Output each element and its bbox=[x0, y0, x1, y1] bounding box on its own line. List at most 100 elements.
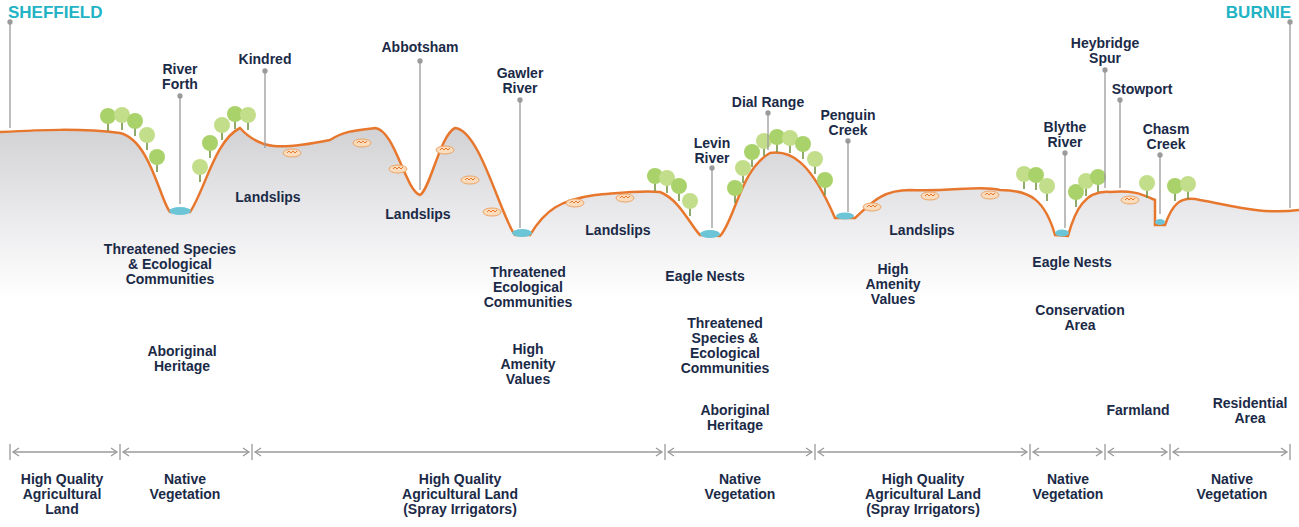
tree-crown bbox=[744, 144, 760, 160]
land-use-label: Native Vegetation bbox=[695, 472, 785, 502]
arrow-head bbox=[1096, 448, 1102, 456]
value-label: Eagle Nests bbox=[655, 269, 755, 284]
extent-tick bbox=[814, 444, 815, 460]
tree-crown bbox=[100, 108, 116, 124]
landslip-crack bbox=[393, 167, 403, 169]
tree-crown bbox=[671, 178, 687, 194]
value-label: Conservation Area bbox=[1025, 303, 1135, 333]
water bbox=[169, 207, 1165, 238]
tree-crown bbox=[149, 149, 165, 165]
arrow-head bbox=[818, 448, 824, 456]
arrow-head bbox=[1021, 448, 1027, 456]
tree-crown bbox=[817, 172, 833, 188]
tree-crown bbox=[202, 135, 218, 151]
locality-label: Kindred bbox=[230, 52, 300, 67]
ridge-label: Dial Range bbox=[723, 95, 813, 110]
landslip-crack bbox=[1125, 198, 1135, 200]
tree-crown bbox=[240, 107, 256, 123]
value-label: Threatened Species & Ecological Communit… bbox=[673, 316, 777, 376]
extent-tick bbox=[119, 444, 120, 460]
hazard-label: Landslips bbox=[378, 207, 458, 222]
tree-crown bbox=[1180, 176, 1196, 192]
value-label: Aboriginal Heritage bbox=[132, 344, 232, 374]
extent-line bbox=[818, 451, 1027, 452]
river-label: Gawler River bbox=[489, 66, 551, 96]
extent-tick bbox=[1104, 444, 1105, 460]
arrow-head bbox=[656, 448, 662, 456]
arrow-head bbox=[123, 448, 129, 456]
tree-crown bbox=[1090, 169, 1106, 185]
extent-tick bbox=[1289, 444, 1290, 460]
landslip-crack bbox=[985, 193, 995, 195]
land-use-label: High Quality Agricultural Land bbox=[6, 472, 118, 517]
place-name: SHEFFIELD bbox=[8, 3, 102, 22]
landslip bbox=[616, 194, 634, 202]
landslip bbox=[1121, 196, 1139, 204]
value-label: Aboriginal Heritage bbox=[685, 403, 785, 433]
extent-line bbox=[668, 451, 812, 452]
river-label: River Forth bbox=[154, 62, 206, 92]
land-use-label: Native Vegetation bbox=[140, 472, 230, 502]
tree-crown bbox=[192, 159, 208, 175]
landslip bbox=[353, 139, 371, 147]
tree-crown bbox=[1039, 178, 1055, 194]
land-use-label: Residential Area bbox=[1205, 396, 1295, 426]
landslip bbox=[863, 203, 881, 211]
extent-tick bbox=[9, 444, 10, 460]
tree-crown bbox=[795, 136, 811, 152]
tree-crown bbox=[139, 127, 155, 143]
landslip bbox=[389, 165, 407, 173]
land-use-label: Native Vegetation bbox=[1187, 472, 1277, 502]
land-use-label: Native Vegetation bbox=[1023, 472, 1113, 502]
arrow-head bbox=[1173, 448, 1179, 456]
extent-tick bbox=[1029, 444, 1030, 460]
arrow-head bbox=[1281, 448, 1287, 456]
landslip bbox=[483, 208, 501, 216]
creek-label: Penguin Creek bbox=[812, 108, 884, 138]
value-label: Eagle Nests bbox=[1022, 255, 1122, 270]
locality-label: Stowport bbox=[1102, 82, 1182, 97]
landslip bbox=[436, 146, 454, 154]
landslip-crack bbox=[487, 210, 497, 212]
landslip bbox=[283, 149, 301, 157]
arrow-head bbox=[668, 448, 674, 456]
value-label: High Amenity Values bbox=[853, 262, 933, 307]
tree-crown bbox=[214, 117, 230, 133]
tree-crown bbox=[807, 151, 823, 167]
extent-line bbox=[1033, 451, 1102, 452]
tree-crown bbox=[1139, 175, 1155, 191]
arrow-head bbox=[243, 448, 249, 456]
tree-crown bbox=[127, 113, 143, 129]
landslip-crack bbox=[440, 148, 450, 150]
value-label: High Amenity Values bbox=[488, 342, 568, 387]
extent-line bbox=[1108, 451, 1167, 452]
extent-line bbox=[255, 451, 662, 452]
arrow-head bbox=[806, 448, 812, 456]
landslip-crack bbox=[867, 205, 877, 207]
landslip bbox=[921, 192, 939, 200]
landslip-crack bbox=[570, 201, 580, 203]
arrow-head bbox=[255, 448, 261, 456]
extent-tick bbox=[1169, 444, 1170, 460]
landslip-crack bbox=[287, 151, 297, 153]
tree-crown bbox=[682, 193, 698, 209]
creek-label: Chasm Creek bbox=[1138, 122, 1194, 152]
river-label: Levin River bbox=[686, 136, 738, 166]
extent-line bbox=[13, 451, 117, 452]
ridge-label: Heybridge Spur bbox=[1064, 36, 1146, 66]
locality-label: Abbotsham bbox=[375, 40, 465, 55]
hazard-label: Landslips bbox=[578, 223, 658, 238]
landslip-crack bbox=[357, 141, 367, 143]
tree-crown bbox=[727, 180, 743, 196]
landslip-crack bbox=[620, 196, 630, 198]
landslip-crack bbox=[925, 194, 935, 196]
extent-arrows bbox=[10, 444, 1290, 460]
landslip-crack bbox=[465, 178, 475, 180]
arrow-head bbox=[1033, 448, 1039, 456]
arrow-head bbox=[1161, 448, 1167, 456]
land-use-label: Farmland bbox=[1098, 403, 1178, 418]
arrow-head bbox=[13, 448, 19, 456]
arrow-head bbox=[1108, 448, 1114, 456]
hazard-label: Landslips bbox=[228, 190, 308, 205]
